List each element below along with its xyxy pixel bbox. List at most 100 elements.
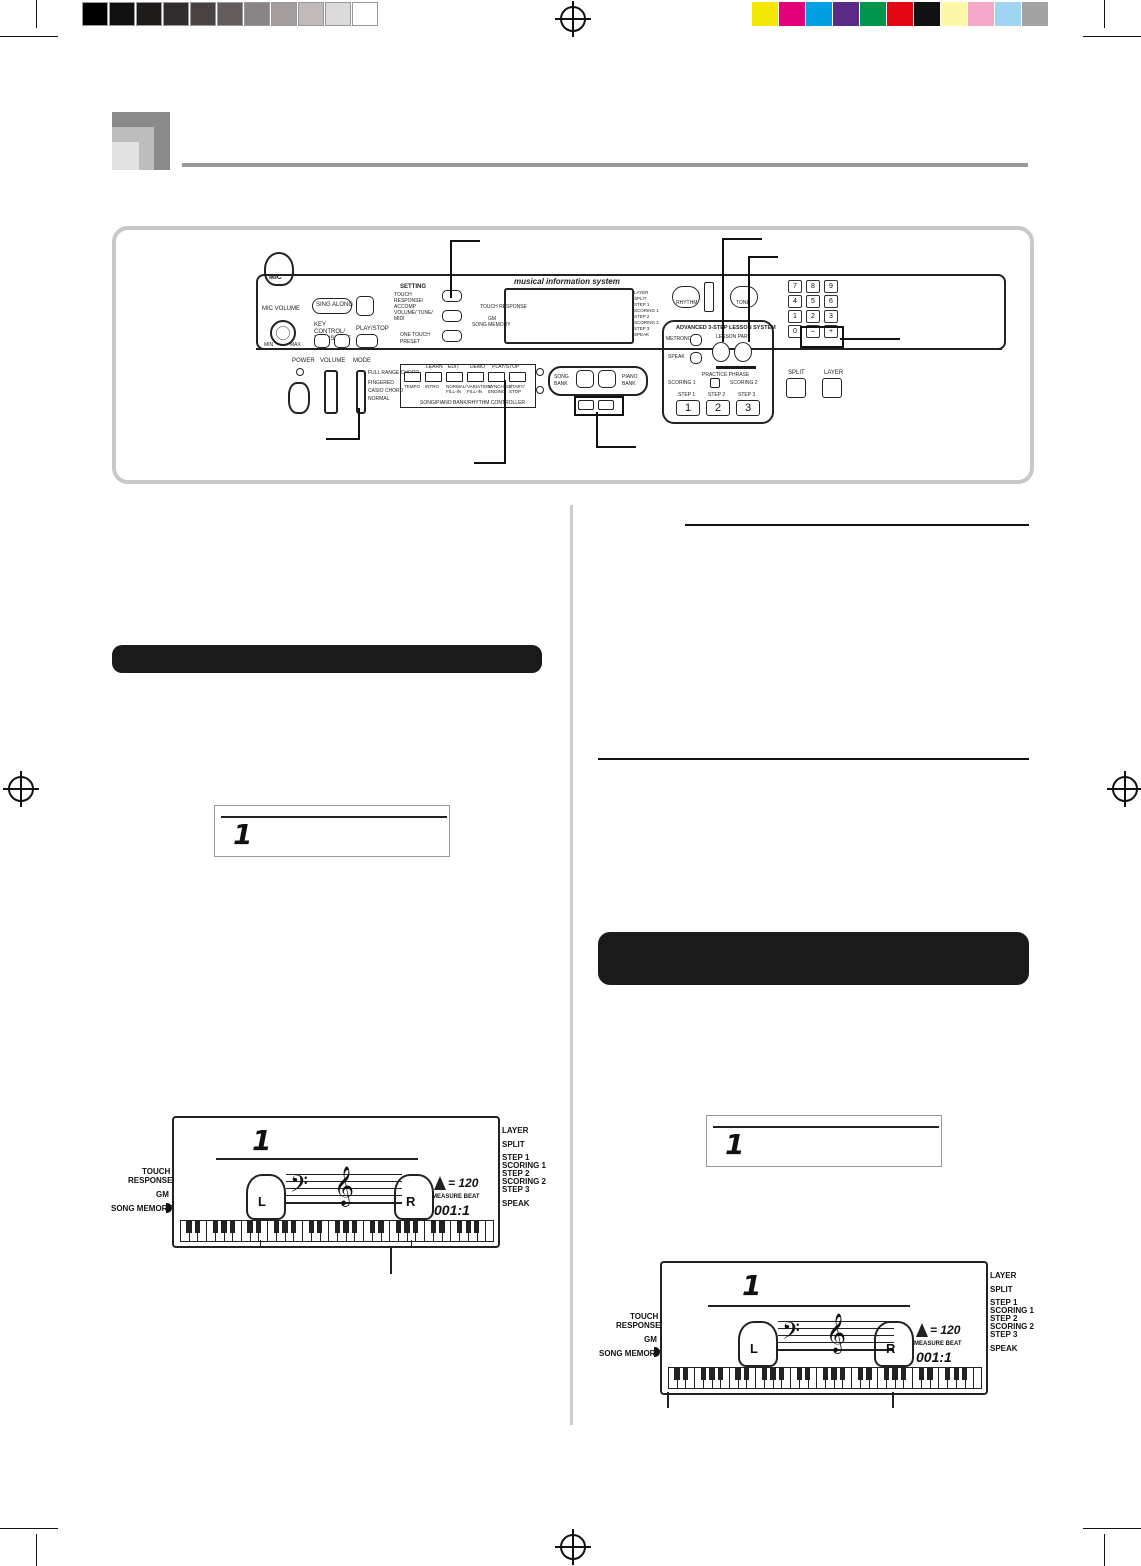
tempo-up-button[interactable] — [598, 400, 614, 410]
tempo-highlight — [574, 396, 624, 416]
lesson-part-left-button[interactable] — [712, 342, 730, 362]
controller-button[interactable] — [425, 372, 442, 382]
transpose-down-button[interactable] — [314, 334, 330, 348]
song-bank-button[interactable] — [576, 370, 594, 388]
lcd-black-key — [700, 1368, 706, 1380]
mic-play-stop-button[interactable] — [356, 334, 378, 348]
one-touch-preset-button[interactable] — [442, 330, 462, 342]
gray-swatch — [82, 2, 108, 26]
numpad-key[interactable]: 6 — [824, 295, 838, 308]
gray-swatch — [109, 2, 135, 26]
tempo-readout: = 120 — [448, 1176, 479, 1190]
registration-mark-top — [555, 1, 591, 37]
gray-swatch — [325, 2, 351, 26]
numpad-plus-minus-highlight — [800, 326, 844, 348]
mode-switch[interactable] — [356, 370, 366, 414]
numpad-key[interactable]: 9 — [824, 280, 838, 293]
lcd-white-key — [966, 1368, 975, 1388]
numpad-key[interactable]: 3 — [824, 310, 838, 323]
sing-along-button[interactable] — [312, 298, 352, 314]
piano-bank-label: PIANO BANK — [622, 374, 638, 387]
lcd-black-key — [901, 1368, 907, 1380]
lcd-black-key — [683, 1368, 689, 1380]
strip-divider — [713, 1126, 939, 1128]
numpad-key[interactable]: 5 — [806, 295, 820, 308]
lcd2-callout-left — [667, 1392, 669, 1408]
volume-slider[interactable] — [324, 370, 338, 414]
scoring1-label: SCORING 1 — [668, 380, 696, 386]
lcd-left-label: GM — [156, 1190, 169, 1199]
controller-top-label: EDIT — [448, 364, 460, 370]
sing-along-icon-button[interactable] — [356, 296, 374, 316]
lcd-black-key — [195, 1221, 201, 1233]
lcd-black-key — [883, 1368, 889, 1380]
controller-button-label: NORMAL/ FILL-IN — [446, 384, 467, 394]
lcd-left-label: SONG MEMORY — [111, 1204, 173, 1213]
lcd-black-key — [918, 1368, 924, 1380]
practice-phrase-label: PRACTICE PHRASE — [702, 372, 750, 378]
layer-label: LAYER — [824, 370, 844, 376]
numpad-key[interactable]: 8 — [806, 280, 820, 293]
lcd-black-key — [256, 1221, 262, 1233]
layer-button[interactable] — [822, 378, 842, 398]
practice-phrase-button[interactable] — [710, 378, 720, 388]
controller-button[interactable] — [509, 372, 526, 382]
controller-button[interactable] — [404, 372, 421, 382]
transpose-up-button[interactable] — [334, 334, 350, 348]
step-button[interactable]: 3 — [736, 400, 760, 416]
numpad-key[interactable]: 1 — [788, 310, 802, 323]
midi-button[interactable] — [442, 310, 462, 322]
scoring2-label: SCORING 2 — [730, 380, 758, 386]
piano-bank-button[interactable] — [598, 370, 616, 388]
panel-lcd-side-label: SPLIT — [634, 296, 647, 301]
lesson-part-bar — [716, 366, 756, 369]
step-button[interactable]: 1 — [676, 400, 700, 416]
lcd-white-key — [260, 1221, 269, 1241]
lcd-left-label: RESPONSE — [616, 1321, 661, 1330]
controller-button[interactable] — [488, 372, 505, 382]
numpad-key[interactable]: – — [806, 325, 820, 338]
measure-counter: 001:1 — [916, 1349, 952, 1365]
controller-button-label: SYNCHRO/ ENDING — [488, 384, 512, 394]
lcd-white-key — [443, 1221, 452, 1241]
mode-option: CASIO CHORD — [368, 388, 404, 394]
controller-button[interactable] — [467, 372, 484, 382]
callout-line — [596, 412, 598, 448]
tone-button[interactable] — [730, 286, 758, 308]
lcd-side-dot — [166, 1203, 172, 1213]
lcd-white-key — [233, 1221, 243, 1241]
numpad-key[interactable]: 4 — [788, 295, 802, 308]
lesson-part-right-button[interactable] — [734, 342, 752, 362]
lcd-white-key — [782, 1368, 792, 1388]
lcd-black-key — [892, 1368, 898, 1380]
lcd-black-key — [439, 1221, 445, 1233]
controller-button[interactable] — [446, 372, 463, 382]
tempo-down-button[interactable] — [578, 400, 594, 410]
numpad-key[interactable]: + — [824, 325, 838, 338]
bass-clef-icon: 𝄢 — [290, 1170, 309, 1203]
setting-button[interactable] — [442, 290, 462, 302]
rhythm-button[interactable] — [672, 286, 700, 308]
measure-beat-label: MEASURE BEAT — [432, 1194, 480, 1200]
callout-line — [748, 256, 750, 342]
panel-lcd-side-label: LAYER — [634, 290, 649, 295]
panel-lcd — [504, 288, 634, 344]
color-swatch — [806, 2, 832, 26]
lcd-right-label: SPLIT — [502, 1140, 525, 1149]
numpad-key[interactable]: 7 — [788, 280, 802, 293]
lcd-white-key — [686, 1368, 696, 1388]
numpad-key[interactable]: 2 — [806, 310, 820, 323]
split-button[interactable] — [786, 378, 806, 398]
lcd-side-dot — [654, 1347, 660, 1357]
step-button[interactable]: 2 — [706, 400, 730, 416]
mic-volume-knob[interactable] — [270, 320, 296, 346]
callout-line — [326, 438, 360, 440]
display-strip-right: 1 — [706, 1115, 942, 1167]
power-switch[interactable] — [288, 382, 310, 414]
power-led — [296, 368, 304, 376]
crop-mark — [0, 36, 58, 37]
gray-swatch — [163, 2, 189, 26]
speak-button[interactable] — [690, 352, 702, 364]
metronome-button[interactable] — [690, 334, 702, 346]
play-stop-label-left: PLAY/STOP — [356, 326, 389, 332]
